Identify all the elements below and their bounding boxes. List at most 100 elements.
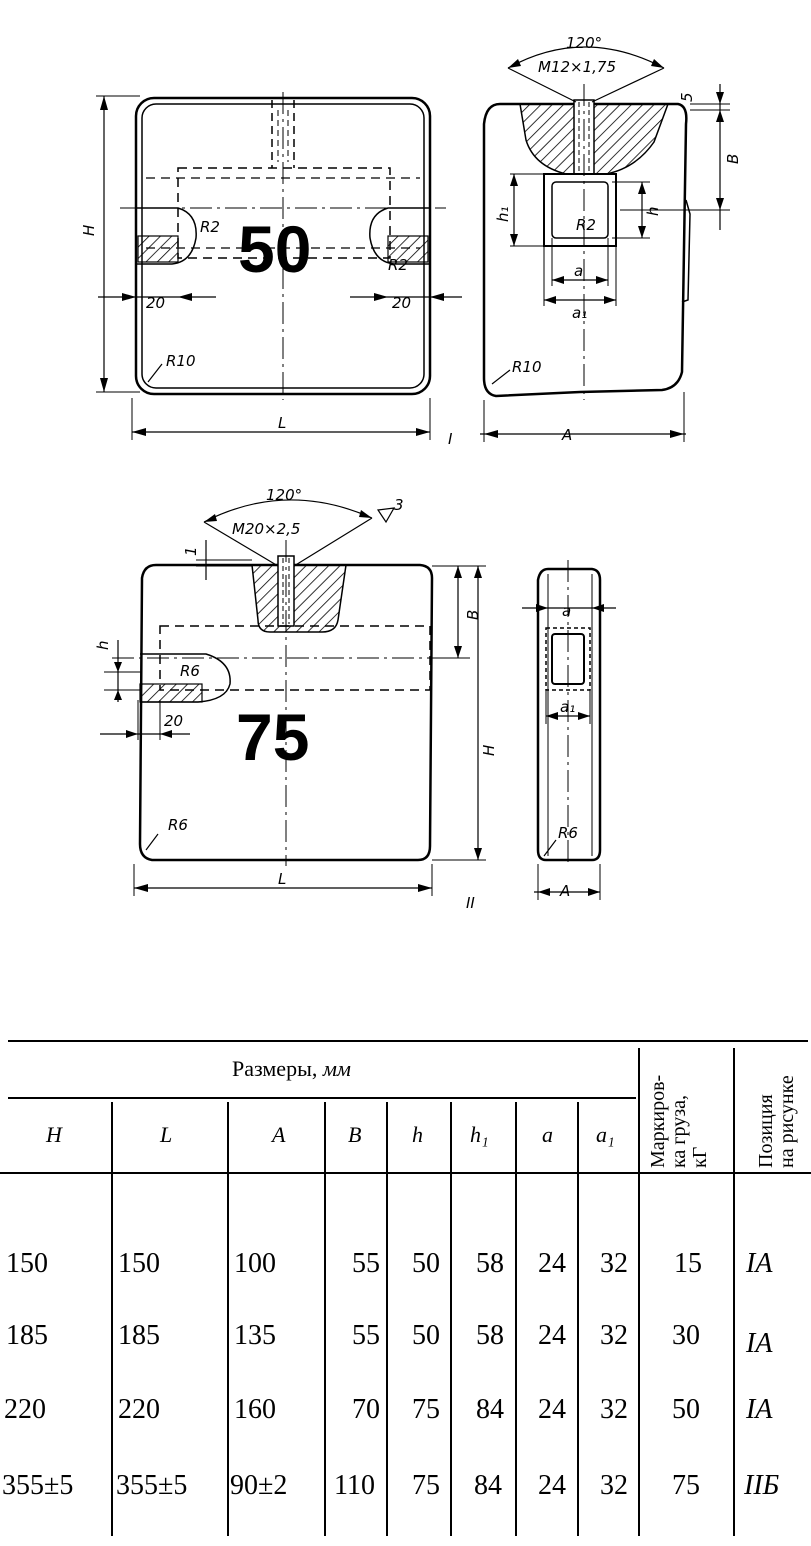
fig1-dim5-label: 5 [678,92,696,102]
body-rule-4 [386,1174,388,1536]
col-rule-9 [733,1048,735,1172]
cell-mark: 50 [672,1394,700,1425]
cell-L: 150 [118,1248,160,1279]
cell-h: 50 [412,1248,440,1279]
col-header-a1: a₁ [596,1122,615,1147]
cell-pos: IA [746,1248,773,1279]
col-header-H: H [46,1122,62,1147]
cell-h1: 58 [476,1320,504,1351]
fig1-h-label: h [644,206,662,216]
cell-a: 24 [538,1248,566,1279]
cell-A: 100 [234,1248,276,1279]
fig1-H-label: H [80,225,98,236]
cell-mark: 15 [674,1248,702,1279]
fig2-L-label: L [278,870,286,888]
cell-L: 220 [118,1394,160,1425]
cell-h1: 84 [476,1394,504,1425]
cell-pos: IIБ [744,1470,780,1501]
body-rule-9 [733,1174,735,1536]
cell-a1: 32 [600,1320,628,1351]
technical-drawing: 50 R2 R2 20 20 R10 H L I [80,34,742,912]
cell-H: 185 [6,1320,48,1351]
body-rule-8 [638,1174,640,1536]
fig2-dim1-label: 1 [182,546,200,556]
fig1-position-label: I [448,430,453,448]
group-header-label: Размеры, [232,1056,318,1081]
cell-mark: 30 [672,1320,700,1351]
cell-H: 220 [4,1394,46,1425]
body-rule-6 [515,1174,517,1536]
fig2-H-label: H [480,745,498,756]
cell-H: 150 [6,1248,48,1279]
cell-A: 90±2 [230,1470,288,1501]
fig1-slot-right-label: 20 [392,294,411,312]
fig1-h1-label: h₁ [494,206,512,222]
dimensions-table: Размеры, мм H L A B h h₁ a a₁ Маркиров- … [0,1040,811,1540]
cell-A: 160 [234,1394,276,1425]
fig1-r2-label: R2 [200,218,220,236]
fig1-r10-side-label: R10 [512,358,542,376]
cell-B: 55 [352,1248,380,1279]
fig1-a1-label: a₁ [572,304,587,322]
cell-a1: 32 [600,1394,628,1425]
col-rule-3 [324,1102,326,1172]
fig2-r6-side-label: R6 [558,824,578,842]
fig2-r6-label: R6 [168,816,188,834]
col-rule-6 [515,1102,517,1172]
cell-pos: IA [746,1328,773,1359]
fig2-h-label: h [94,640,112,650]
fig1-marking: 50 [238,212,311,286]
fig2-r6-slot-label: R6 [180,662,200,680]
fig2-front-labels: 75 120° M20×2,5 3 1 B H h R6 20 R6 L II [94,486,498,912]
col-header-h: h [412,1122,423,1147]
fig2-a1-label: a₁ [560,698,575,716]
fig1-slot-left-label: 20 [146,294,165,312]
cell-h1: 58 [476,1248,504,1279]
col-header-marking: Маркиров- ка груза, кГ [647,1074,711,1168]
cell-B: 110 [334,1470,375,1501]
col-header-h1: h₁ [470,1122,489,1147]
cell-L: 185 [118,1320,160,1351]
fig1-L-label: L [278,414,286,432]
group-header: Размеры, мм [232,1058,351,1080]
fig1-side-view [480,46,730,442]
col-rule-7 [577,1102,579,1172]
cell-pos: IA [746,1394,773,1425]
cell-h: 75 [412,1394,440,1425]
cell-a: 24 [538,1394,566,1425]
cell-a: 24 [538,1470,566,1501]
cell-a1: 32 [600,1470,628,1501]
fig2-side-view [522,560,616,900]
body-rule-3 [324,1174,326,1536]
fig1-front-labels: 50 R2 R2 20 20 R10 H L I [80,212,453,448]
cell-a1: 32 [600,1248,628,1279]
fig2-angle-label: 120° [266,486,302,504]
fig1-front-view [96,92,462,440]
table-top-rule [8,1040,808,1042]
body-rule-1 [111,1174,113,1536]
fig1-r10-label: R10 [166,352,196,370]
fig1-A-label: A [561,426,572,444]
cell-B: 55 [352,1320,380,1351]
fig2-weld-label: 3 [394,496,404,514]
cell-A: 135 [234,1320,276,1351]
col-rule-5 [450,1102,452,1172]
fig1-a-label: a [574,262,583,280]
cell-H: 355±5 [2,1470,74,1501]
fig1-r2-right-label: R2 [388,256,408,274]
fig1-thread-label: M12×1,75 [538,58,616,76]
fig1-side-labels: 120° M12×1,75 5 B h₁ h R2 a a₁ R10 A [494,34,742,444]
fig1-r2-slot-label: R2 [576,216,596,234]
cell-h: 75 [412,1470,440,1501]
cell-h1: 84 [474,1470,502,1501]
fig1-angle-label: 120° [566,34,602,52]
fig1-B-label: B [724,154,742,164]
cell-L: 355±5 [116,1470,188,1501]
fig2-a-label: a [562,602,571,620]
col-rule-8 [638,1048,640,1172]
cell-B: 70 [352,1394,380,1425]
fig2-thread-label: M20×2,5 [232,520,300,538]
col-rule-1 [111,1102,113,1172]
fig2-side-labels: a a₁ R6 A [558,602,578,900]
body-rule-2 [227,1174,229,1536]
